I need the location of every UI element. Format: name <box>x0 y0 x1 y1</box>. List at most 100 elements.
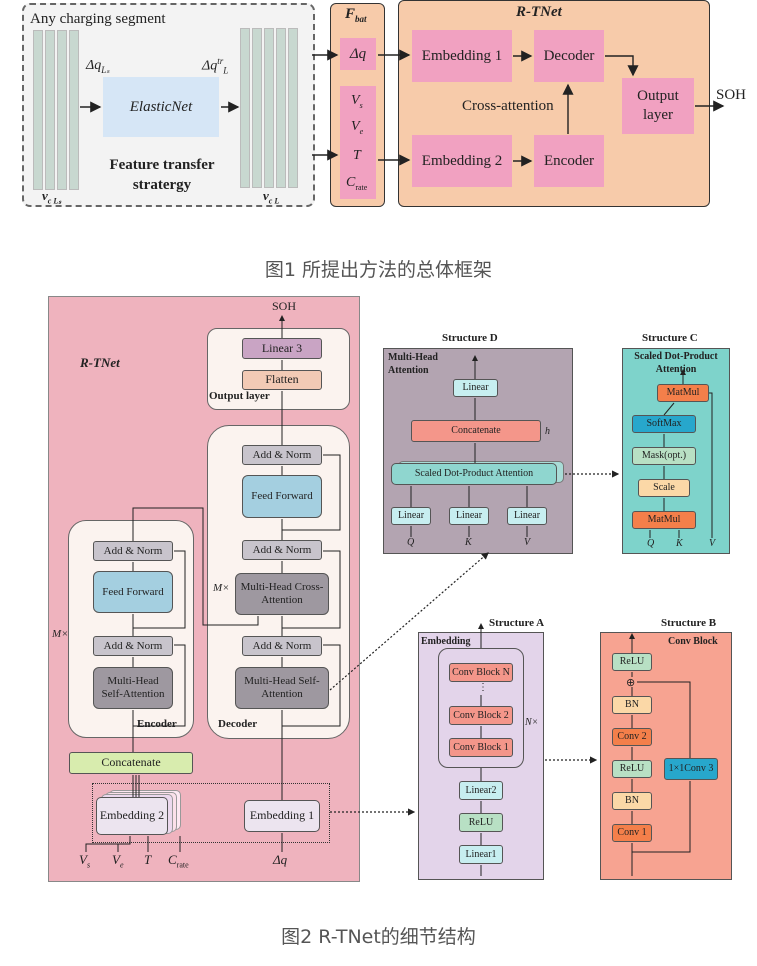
vc-left-label: vc Lₛ <box>42 188 62 206</box>
fbat-features-block <box>340 86 376 199</box>
sa-linear1: Linear1 <box>459 845 503 864</box>
fig2-caption: 图2 R-TNet的细节结构 <box>281 926 476 948</box>
embedding-dotted-region <box>92 783 330 843</box>
embedding-2-block: Embedding 2 <box>96 797 168 835</box>
structure-a-label: Embedding <box>421 636 471 647</box>
decoder-self-attention: Multi-Head Self-Attention <box>235 667 329 709</box>
sa-linear2: Linear2 <box>459 781 503 800</box>
fbat-t: T <box>353 148 361 163</box>
decoder-add-norm-mid: Add & Norm <box>242 540 322 560</box>
fbat-dq-block: Δq <box>340 38 376 70</box>
sd-sdpa-block: Scaled Dot-Product Attention <box>391 463 557 485</box>
sd-k: K <box>465 537 472 548</box>
sc-q: Q <box>647 538 655 549</box>
sb-conv1: Conv 1 <box>612 824 652 842</box>
encoder-add-norm-low: Add & Norm <box>93 636 173 656</box>
fbat-vs: Vs <box>351 93 363 110</box>
embedding-2-block: Embedding 2 <box>412 135 512 187</box>
sd-h-label: h <box>545 426 550 437</box>
embedding-1-block: Embedding 1 <box>412 30 512 82</box>
fig1-caption: 图1 所提出方法的总体框架 <box>264 259 493 281</box>
input-crate: Crate <box>168 852 189 870</box>
fbat-c: Crate <box>346 175 368 192</box>
encoder-feed-forward: Feed Forward <box>93 571 173 613</box>
sc-matmul-top: MatMul <box>657 384 709 402</box>
input-vs: Vs <box>79 852 91 870</box>
sd-linear-top: Linear <box>453 379 498 397</box>
decoder-block: Decoder <box>534 30 604 82</box>
conv-blocks-ellipsis: ⋮ <box>478 682 488 693</box>
decoder-m-times: M× <box>213 582 230 594</box>
sd-q: Q <box>407 537 415 548</box>
fig2-soh-label: SOH <box>272 299 297 313</box>
encoder-label: Encoder <box>137 718 177 730</box>
conv-block-1: Conv Block 1 <box>449 738 513 757</box>
input-feature-columns-left <box>33 30 88 190</box>
sc-v: V <box>709 538 716 549</box>
dq-star-label: ΔqtrL <box>202 56 229 76</box>
sb-relu-mid: ReLU <box>612 760 652 778</box>
structure-c-label: Scaled Dot-Product Attention <box>634 351 718 375</box>
input-dq: Δq <box>273 852 288 867</box>
sc-k: K <box>676 538 683 549</box>
input-ve: Ve <box>112 852 124 870</box>
rtnet-title: R-TNet <box>516 4 562 20</box>
output-layer-block: Output layer <box>622 78 694 134</box>
sd-linear-v: Linear <box>507 507 547 525</box>
conv-block-n: Conv Block N <box>449 663 513 682</box>
conv-blocks-group <box>438 648 524 768</box>
n-times-label: N× <box>525 717 539 728</box>
sb-bn-top: BN <box>612 696 652 714</box>
decoder-add-norm-low: Add & Norm <box>242 636 322 656</box>
structure-d-label: Multi-Head Attention <box>388 352 438 376</box>
structure-a-title: Structure A <box>489 617 545 629</box>
conv-block-2: Conv Block 2 <box>449 706 513 725</box>
output-layer-label: Output layer <box>209 390 270 402</box>
concatenate-block: Concatenate <box>69 752 193 774</box>
linear-3-block: Linear 3 <box>242 338 322 359</box>
sb-relu-top: ReLU <box>612 653 652 671</box>
sc-mask: Mask(opt.) <box>632 447 696 465</box>
sc-scale: Scale <box>638 479 690 497</box>
flatten-block: Flatten <box>242 370 322 390</box>
fbat-title: Fbat <box>345 6 367 24</box>
encoder-m-times: M× <box>52 628 69 640</box>
sd-concatenate: Concatenate <box>411 420 541 442</box>
encoder-self-attention: Multi-Head Self-Attention <box>93 667 173 709</box>
sd-v: V <box>524 537 531 548</box>
sb-bn-low: BN <box>612 792 652 810</box>
encoder-block: Encoder <box>534 135 604 187</box>
structure-c-title: Structure C <box>642 332 698 344</box>
output-feature-columns-right <box>240 28 300 188</box>
decoder-add-norm-top: Add & Norm <box>242 445 322 465</box>
rtnet-panel-title: R-TNet <box>80 355 120 370</box>
sb-conv3: 1×1Conv 3 <box>664 758 718 780</box>
fbat-ve: Ve <box>351 119 364 136</box>
cross-attention-label: Cross-attention <box>462 98 554 114</box>
structure-d-title: Structure D <box>442 332 498 344</box>
fig2-arrows <box>85 315 713 876</box>
decoder-cross-attention: Multi-Head Cross-Attention <box>235 573 329 615</box>
sb-residual-add: ⊕ <box>626 677 636 689</box>
sa-relu: ReLU <box>459 813 503 832</box>
decoder-feed-forward: Feed Forward <box>242 475 322 518</box>
feature-transfer-label: Feature transfer stratergy <box>109 157 215 193</box>
sc-softmax: SoftMax <box>632 415 696 433</box>
structure-b-label: Conv Block <box>668 636 718 647</box>
charging-segment-title: Any charging segment <box>30 11 166 27</box>
input-t: T <box>144 852 152 867</box>
fig1-arrows <box>80 49 725 167</box>
sc-matmul-bottom: MatMul <box>632 511 696 529</box>
structure-b-title: Structure B <box>661 617 717 629</box>
embedding-1-block: Embedding 1 <box>244 800 320 832</box>
sb-conv2: Conv 2 <box>612 728 652 746</box>
encoder-add-norm-top: Add & Norm <box>93 541 173 561</box>
output-layer-box <box>207 328 350 410</box>
soh-output-label: SOH <box>716 87 747 103</box>
elasticnet-block: ElasticNet <box>103 77 219 137</box>
decoder-label: Decoder <box>218 718 258 730</box>
vc-right-label: vc L <box>263 188 280 206</box>
sd-linear-q: Linear <box>391 507 431 525</box>
dq-L-label: ΔqLₛ <box>86 58 110 75</box>
sd-linear-k: Linear <box>449 507 489 525</box>
